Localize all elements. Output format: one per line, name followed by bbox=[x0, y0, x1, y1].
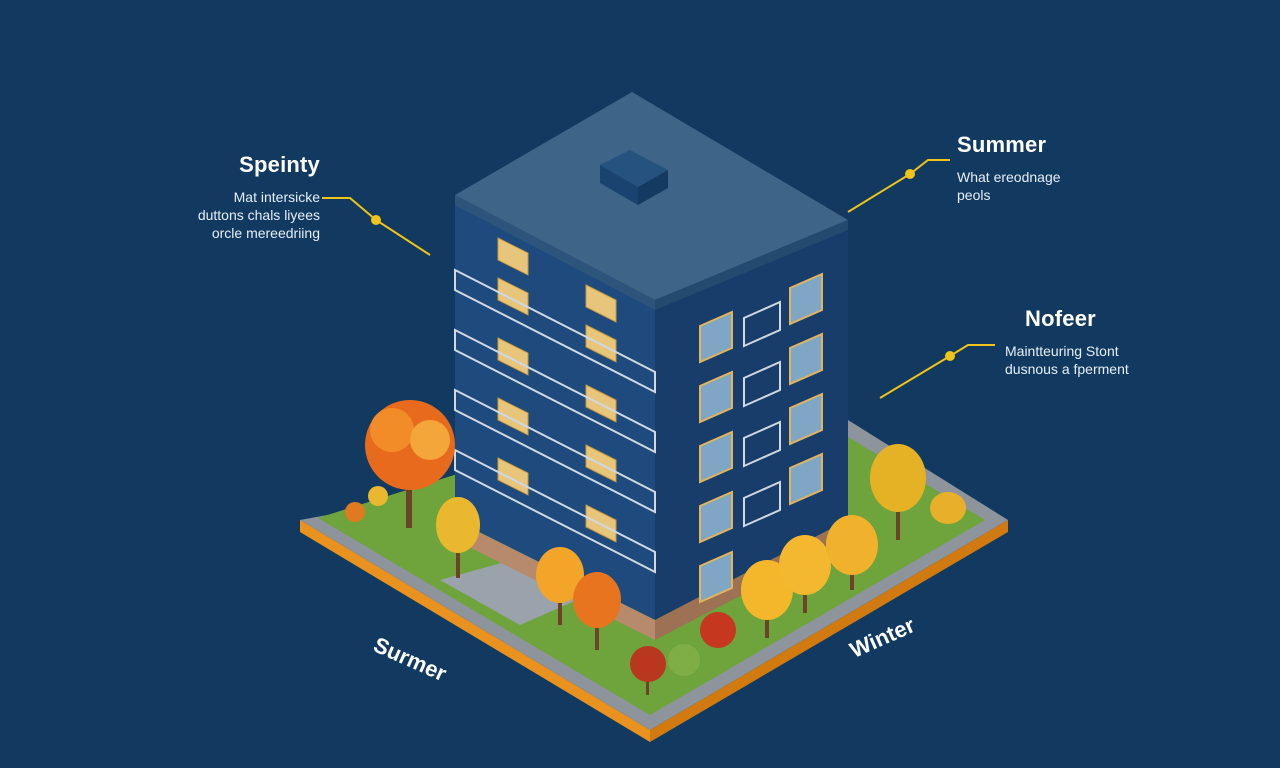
leader-dot-right-mid bbox=[945, 351, 955, 361]
callout-right-mid-description: Maintteuring Stont dusnous a fperment bbox=[1005, 342, 1205, 378]
side-balconies bbox=[743, 300, 781, 528]
callout-right-top-line-1: What ereodnage bbox=[957, 169, 1061, 185]
callout-left-description: Mat intersicke duttons chals liyees orcl… bbox=[150, 188, 320, 242]
callout-right-mid-line-1: Maintteuring Stont bbox=[1005, 343, 1119, 359]
callout-right-top-title: Summer bbox=[957, 132, 1047, 157]
side-windows bbox=[699, 272, 823, 604]
callout-right-mid: Nofeer Maintteuring Stont dusnous a fper… bbox=[1005, 306, 1205, 378]
leader-line-right-top bbox=[847, 159, 950, 213]
trees bbox=[345, 400, 966, 695]
callout-left-line-2: duttons chals liyees bbox=[197, 207, 320, 223]
leader-dot-left bbox=[371, 215, 381, 225]
leader-dot-right-top bbox=[905, 169, 915, 179]
callout-left-title: Speinty bbox=[239, 152, 320, 177]
callout-left-line-1: Mat intersicke bbox=[233, 189, 320, 205]
callout-right-mid-line-2: dusnous a fperment bbox=[1005, 361, 1129, 377]
callout-right-mid-title: Nofeer bbox=[1025, 306, 1096, 331]
leader-line-right-mid bbox=[879, 344, 995, 399]
leader-lines bbox=[322, 159, 995, 399]
callout-right-top: Summer What ereodnage peols bbox=[957, 132, 1157, 204]
callout-left-line-3: orcle mereedriing bbox=[211, 225, 320, 241]
callout-left: Speinty Mat intersicke duttons chals liy… bbox=[150, 152, 320, 242]
front-balconies bbox=[454, 268, 656, 574]
callout-right-top-line-2: peols bbox=[957, 187, 991, 203]
leader-line-left bbox=[322, 197, 431, 256]
callout-right-top-description: What ereodnage peols bbox=[957, 168, 1157, 204]
